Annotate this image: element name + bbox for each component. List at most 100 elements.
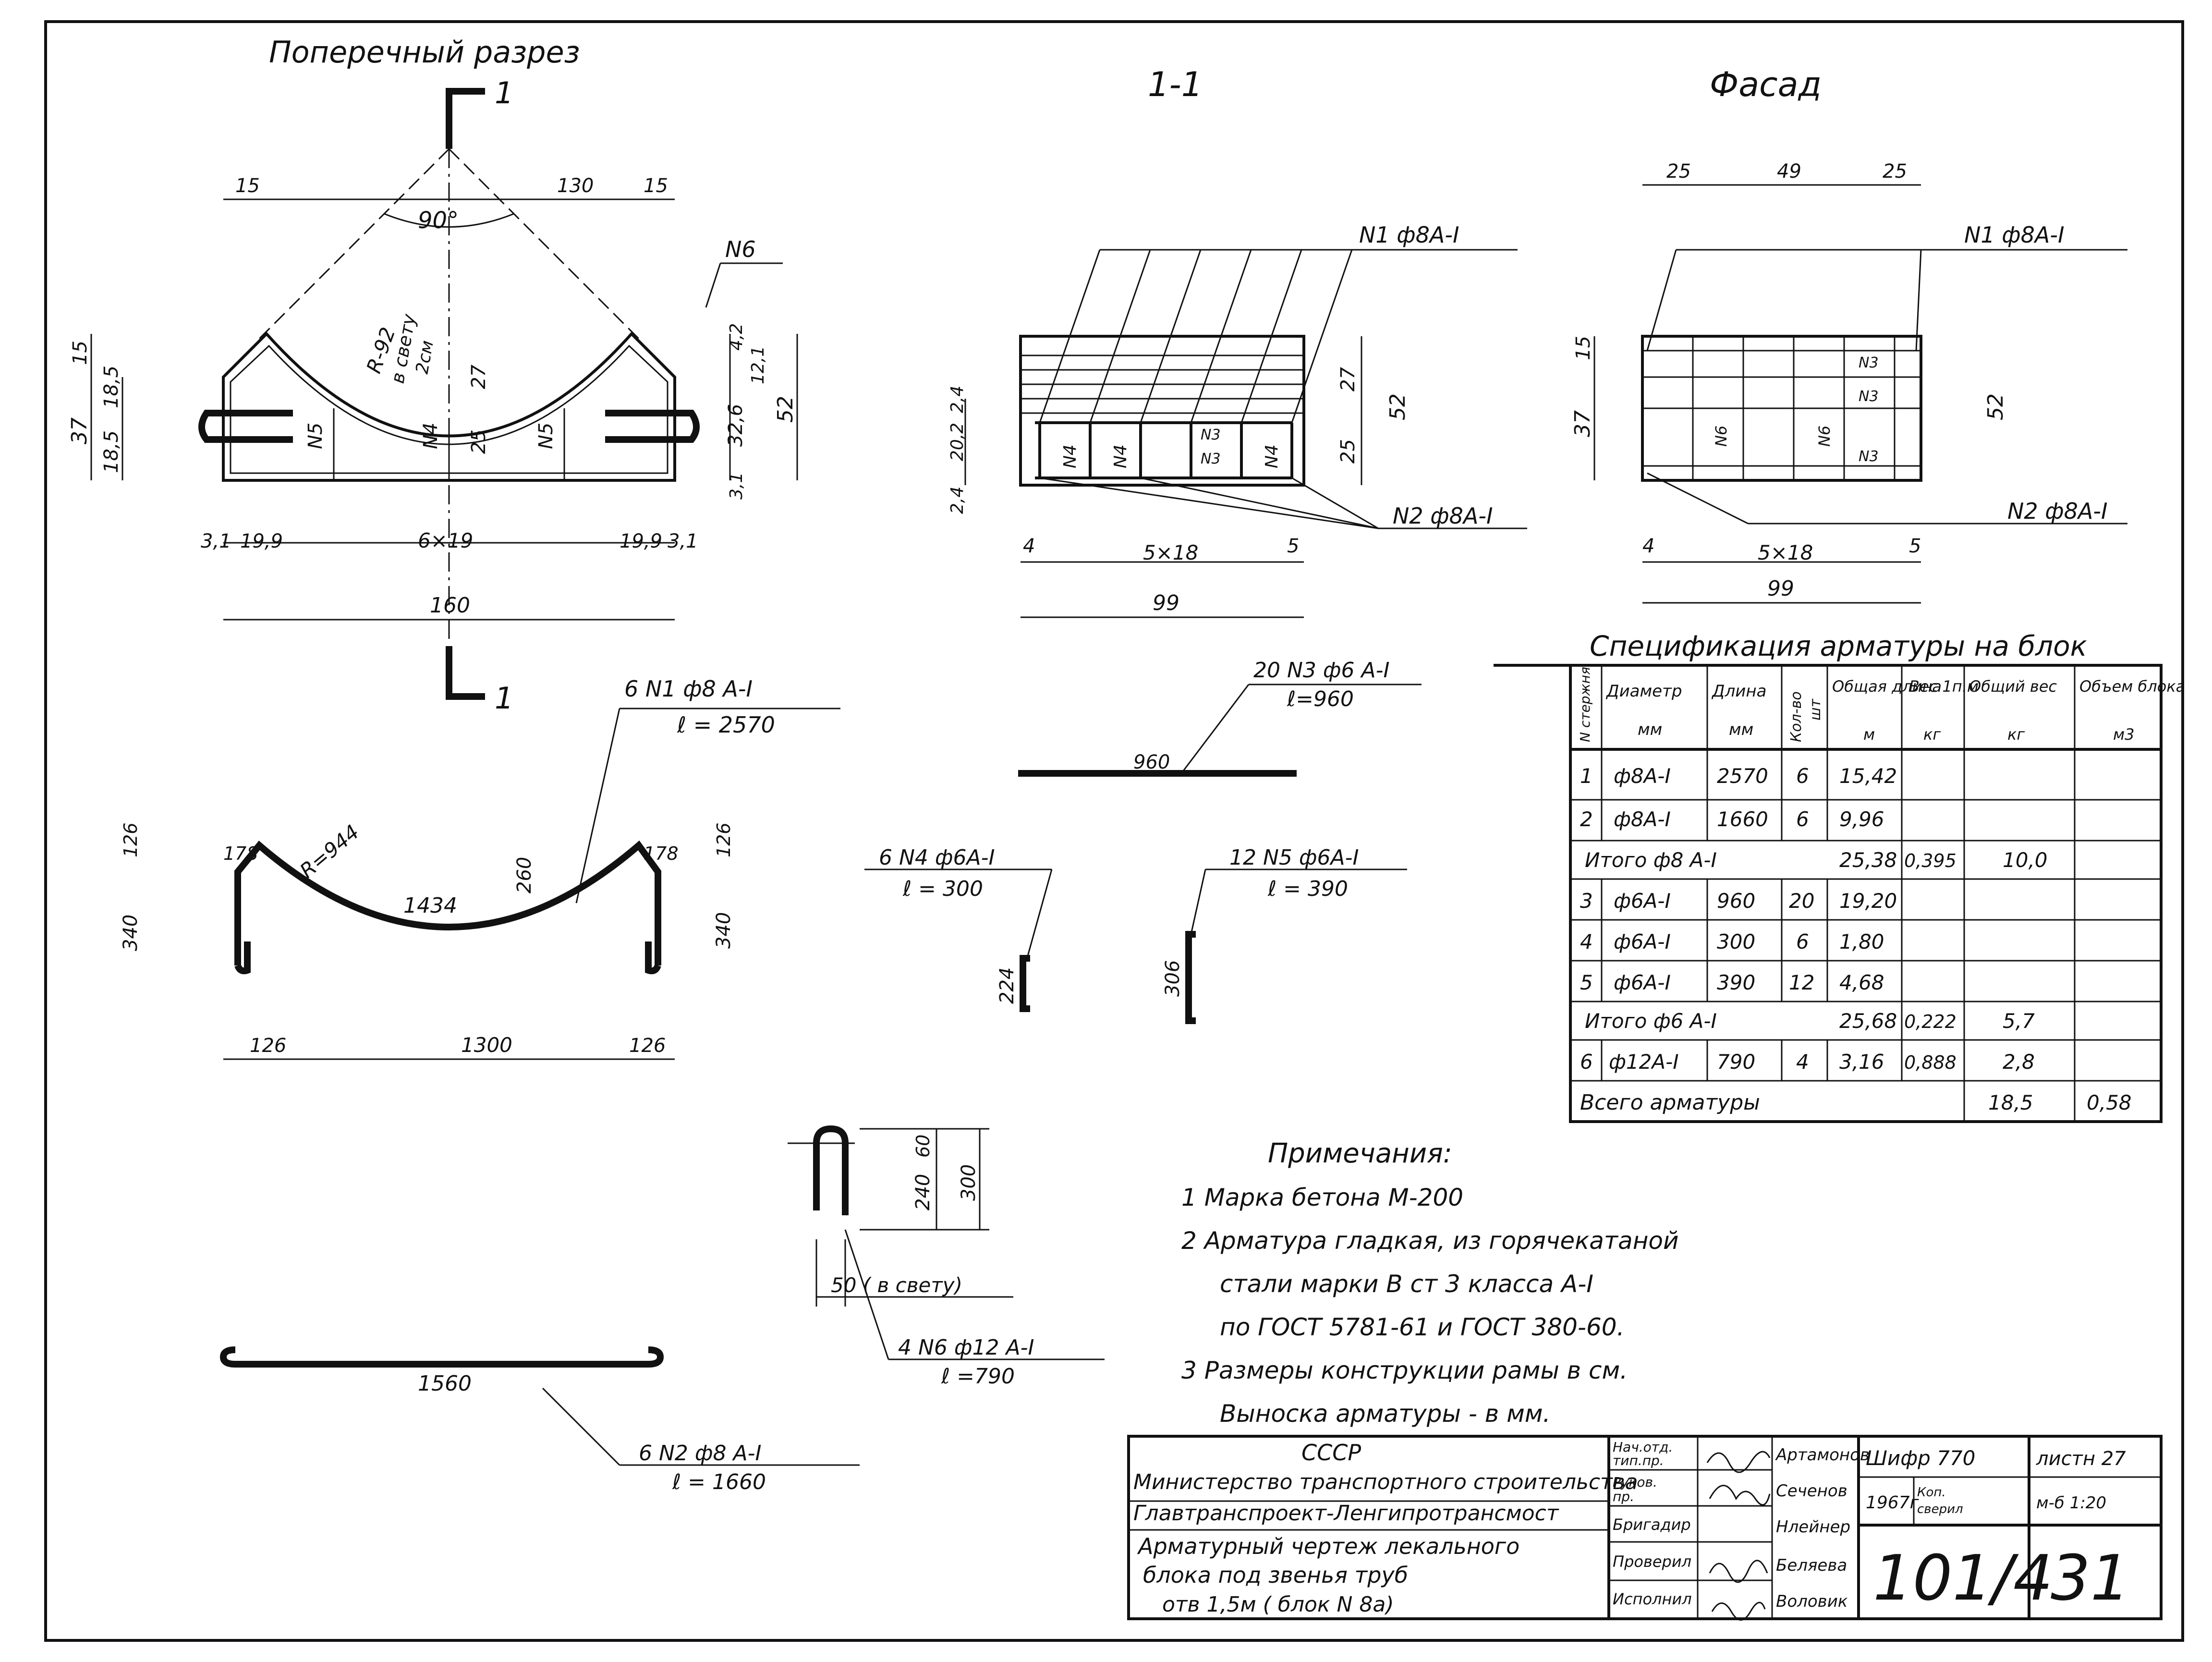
block-outline [222, 331, 676, 482]
dim-4-sec: 4 [1023, 535, 1035, 557]
cover-label: 2см [412, 339, 438, 376]
bar-n4-dim: 224 [996, 967, 1018, 1004]
spec-r6-unit-weight: 0,888 [1904, 1052, 1957, 1073]
notes-line-2: 2 Арматура гладкая, из горячекатаной [1181, 1227, 1678, 1255]
bar-n1-hook-left [234, 941, 251, 975]
spec-r1-no: 1 [1580, 764, 1593, 788]
facade-dim-5: 5 [1909, 535, 1921, 557]
facade-n2-leader [1647, 472, 1749, 525]
spec-h-count-unit: шт [1807, 698, 1824, 721]
tb-drawing-number: 101/4 [1873, 1541, 2053, 1614]
dim-right-12-1: 12,1 [748, 346, 768, 384]
bar-n5-callout: 12 N5 ф6А-I [1229, 845, 1359, 870]
facade-dim-25-right: 25 [1883, 160, 1907, 183]
spec-r3-diameter: ф6А-I [1614, 889, 1671, 913]
tb-signature-4 [1711, 1601, 1766, 1621]
tb-role-5: Исполнил [1613, 1590, 1692, 1608]
dim-52-sec: 52 [1386, 393, 1410, 420]
section-marker-bottom [446, 646, 485, 700]
facade-n2-callout: N2 ф8А-I [2007, 498, 2108, 524]
tb-role-1a: Нач.отд. [1613, 1439, 1673, 1455]
tb-role-2a: Руков. [1613, 1474, 1657, 1490]
facade-dim-4: 4 [1642, 535, 1654, 557]
spec-h-total-length: Общая длина [1832, 677, 1942, 696]
spec-r3-length: 960 [1717, 889, 1755, 913]
n6-leader [705, 263, 721, 308]
spec-grand-volume: 0,58 [2087, 1091, 2132, 1114]
bar-n1-dim-1300: 1300 [461, 1033, 512, 1057]
bar-label-n4: N4 [420, 423, 442, 449]
n2-leader-1 [1039, 477, 1379, 529]
n2-leader-2 [1140, 477, 1379, 529]
label-n4-b: N4 [1111, 444, 1130, 468]
tb-name-5: Воловик [1776, 1592, 1848, 1611]
tb-role-3: Бригадир [1613, 1515, 1691, 1534]
facade-label-n3-2: N3 [1859, 388, 1879, 405]
bar-n6-leader [844, 1229, 889, 1360]
tb-page-number: 31 [2051, 1541, 2130, 1614]
bar-n1-callout: 6 N1 ф8 А-I [624, 676, 753, 702]
bar-n6-dim-300: 300 [958, 1164, 980, 1201]
dim-5-sec: 5 [1287, 535, 1299, 557]
tb-role-4: Проверил [1613, 1552, 1691, 1571]
lifting-loop-right [605, 410, 700, 443]
bar-n6-shape: 60 240 300 50 ( в свету) 4 N6 ф12 А-I ℓ … [788, 1125, 1105, 1389]
dim-top-15-left: 15 [235, 175, 260, 197]
tb-desc-3: отв 1,5м ( блок N 8а) [1162, 1592, 1394, 1617]
lifting-loop-left [198, 410, 293, 443]
bar-n1-hook-right [645, 941, 661, 975]
dim-bottom-19-9-right: 19,9 [620, 530, 662, 552]
sheet-frame [44, 20, 2184, 1642]
section-outline [1019, 335, 1305, 487]
tb-signature-2 [1709, 1485, 1771, 1506]
dim-right-4-2: 4,2 [727, 323, 746, 351]
spec-r2-length: 1660 [1717, 807, 1768, 831]
dim-bottom-6x19: 6×19 [418, 529, 473, 552]
spec-r6-total: 3,16 [1839, 1050, 1884, 1074]
spec-r6-weight: 2,8 [2003, 1050, 2035, 1074]
spec-sub2-total: 25,68 [1839, 1009, 1897, 1033]
bar-n1-126-left: 126 [120, 822, 141, 857]
notes-title: Примечания: [1268, 1138, 1452, 1169]
bar-n1-178-left: 178 [223, 843, 258, 864]
bar-n3-length: ℓ=960 [1287, 687, 1354, 711]
tb-institute: Главтранспроект-Ленгипротрансмост [1133, 1501, 1559, 1526]
spec-r1-total: 15,42 [1839, 764, 1897, 788]
dim-bottom-3-1-right: 3,1 [668, 530, 698, 552]
bar-n1-arc-len: 1434 [403, 893, 457, 918]
spec-h-diameter-unit: мм [1638, 720, 1662, 739]
spec-r2-count: 6 [1796, 807, 1809, 831]
spec-h-length: Длина [1711, 682, 1766, 701]
bar-n1-radius: R=944 [295, 820, 364, 882]
bar-n6-loop [813, 1125, 849, 1215]
dim-right-32-6: 32,6 [725, 404, 747, 447]
tb-role-2b: пр. [1613, 1489, 1634, 1504]
title-block: СССР Министерство транспортного строител… [1127, 1435, 2163, 1621]
bar-n4-length: ℓ = 300 [902, 877, 983, 901]
spec-r2-no: 2 [1580, 807, 1593, 831]
spec-r6-count: 4 [1796, 1050, 1809, 1074]
bar-n1-leader [575, 708, 620, 904]
spec-r1-length: 2570 [1717, 764, 1768, 788]
notes: Примечания: 1 Марка бетона М-200 2 Армат… [1181, 1138, 1678, 1428]
spec-h-volume-unit: м3 [2113, 725, 2135, 744]
dim-2-4-bottom: 2,4 [948, 487, 967, 514]
bar-label-n5-right: N5 [535, 423, 557, 449]
dim-left-15: 15 [69, 341, 91, 365]
bar-n6-dim-240: 240 [912, 1174, 934, 1210]
tb-name-2: Сеченов [1776, 1481, 1847, 1501]
spec-r4-total: 1,80 [1839, 930, 1884, 953]
label-n3-b: N3 [1201, 451, 1221, 467]
spec-h-total-weight-unit: кг [2007, 725, 2025, 744]
dim-2-4-top: 2,4 [948, 386, 967, 413]
facade-dim-25-left: 25 [1666, 160, 1691, 183]
tb-signature-3 [1709, 1560, 1768, 1583]
dim-20-2: 20,2 [948, 423, 967, 461]
dim-25-sec: 25 [1337, 439, 1359, 464]
spec-h-count: Кол-во [1788, 691, 1805, 742]
facade-label-n6-right: N6 [1815, 426, 1834, 447]
facade-dim-99: 99 [1767, 576, 1794, 601]
cross-section-view: 1 90° N5 N4 N5 25 27 R-92 в свету 2см N6… [67, 75, 798, 716]
n1-leader-6 [1291, 249, 1353, 423]
n1-leader-5 [1240, 249, 1302, 423]
